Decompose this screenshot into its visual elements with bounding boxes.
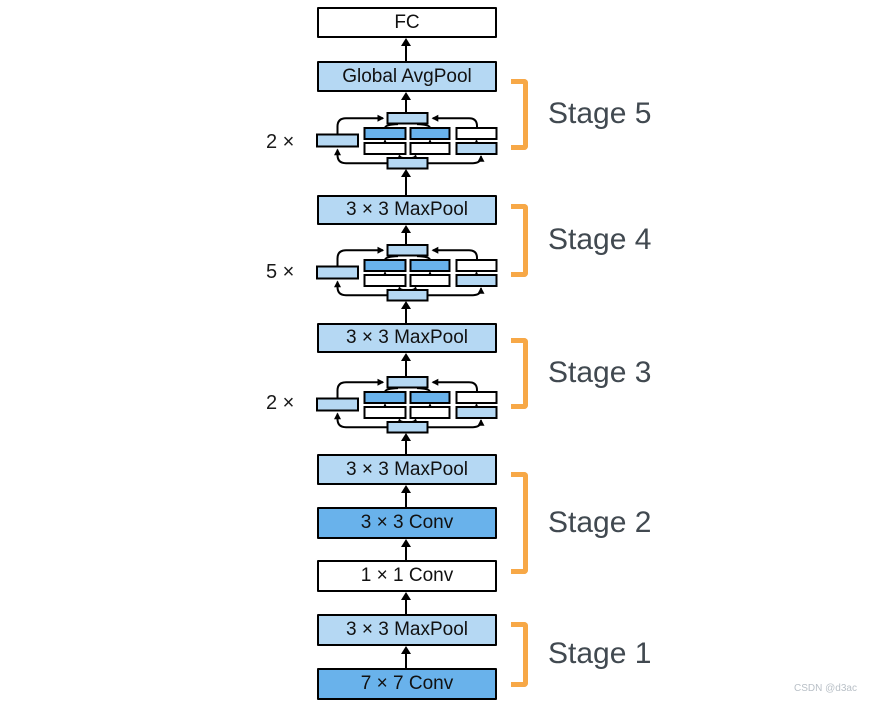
stage1-label: Stage 1 [548,637,652,670]
stage4-label: Stage 4 [548,223,652,256]
maxpool-box-stage1: 3 × 3 MaxPool [317,614,497,646]
maxpool-box-stage4: 3 × 3 MaxPool [317,195,497,225]
arrow-conv7-to-maxpool1 [401,646,411,668]
bracket-stage2 [511,472,528,574]
inception-block-stage3 [315,375,501,437]
inception-block-stage5 [315,111,501,173]
bracket-stage3 [511,338,528,409]
maxpool-box-stage2: 3 × 3 MaxPool [317,454,497,485]
stage2-label: Stage 2 [548,506,652,539]
arrow-avgpool-to-fc [401,38,411,61]
stage5-label: Stage 5 [548,97,652,130]
arrow-maxpool2-to-stage3 [401,433,411,454]
maxpool-box-stage3: 3 × 3 MaxPool [317,323,497,353]
arrow-stage4-to-maxpool4 [401,225,411,245]
conv1x1-box: 1 × 1 Conv [317,560,497,592]
bracket-stage5 [511,79,528,150]
arrow-conv1-to-conv3 [401,539,411,560]
arrow-maxpool3-to-stage4 [401,301,411,323]
watermark: CSDN @d3ac [794,683,857,694]
arrow-stage5-to-avgpool [401,92,411,113]
multiplier-stage3: 2 × [266,392,295,414]
bracket-stage4 [511,204,528,277]
global-avgpool-box: Global AvgPool [317,61,497,92]
arrow-stage3-to-maxpool3 [401,353,411,377]
inception-block-stage4 [315,243,501,305]
conv3x3-box: 3 × 3 Conv [317,507,497,539]
arrow-conv3-to-maxpool2 [401,485,411,507]
multiplier-stage5: 2 × [266,131,295,153]
multiplier-stage4: 5 × [266,261,295,283]
arrow-maxpool1-to-conv1 [401,592,411,614]
bracket-stage1 [511,622,528,687]
conv7x7-box: 7 × 7 Conv [317,668,497,700]
arrow-maxpool4-to-stage5 [401,169,411,195]
stage3-label: Stage 3 [548,356,652,389]
fc-box: FC [317,7,497,38]
